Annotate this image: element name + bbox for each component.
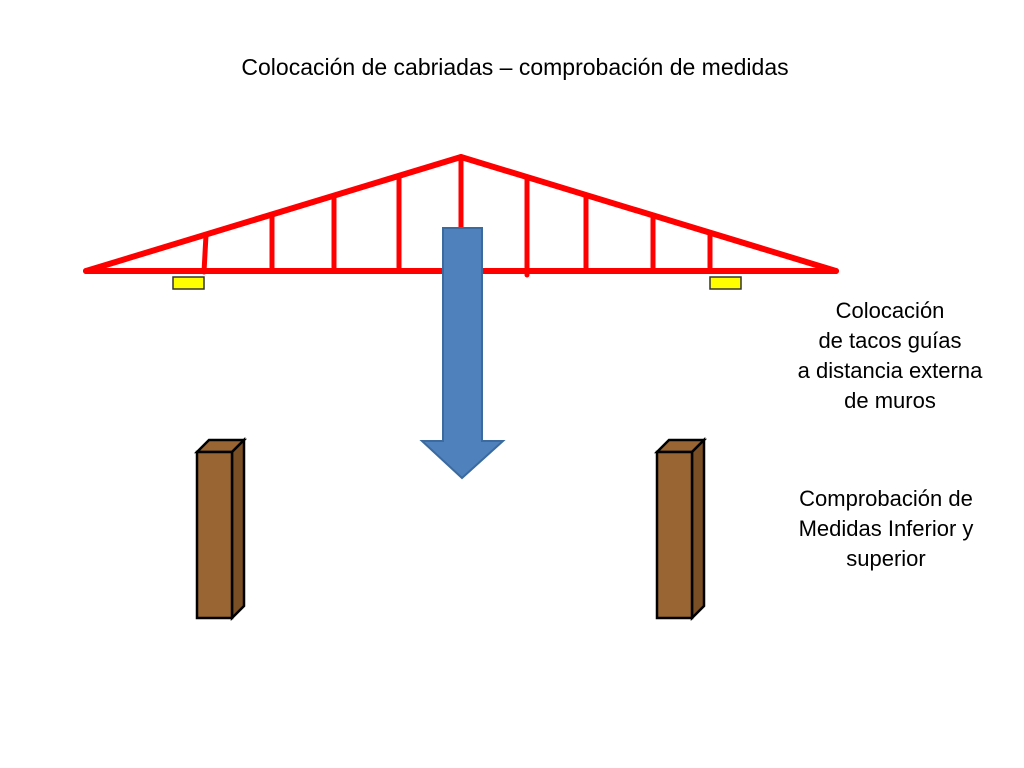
wall-right-front — [655, 450, 694, 620]
note-measurement-check-line: superior — [846, 546, 926, 571]
note-measurement-check: Comprobación de Medidas Inferior y super… — [768, 484, 1004, 574]
truss-post — [201, 232, 209, 275]
note-guide-blocks-line: Colocación — [835, 298, 945, 323]
note-measurement-check-line: Comprobación de — [799, 486, 973, 511]
wall-right — [653, 436, 708, 622]
wall-right-side — [690, 436, 706, 622]
wall-left-side — [230, 436, 246, 622]
truss — [83, 154, 839, 278]
note-guide-blocks-line: a distancia externa — [797, 358, 983, 383]
wall-left — [193, 436, 248, 622]
slide-title: Colocación de cabriadas – comprobación d… — [241, 54, 789, 80]
note-guide-blocks-line: de muros — [844, 388, 936, 413]
guide-block-right — [709, 276, 742, 290]
note-guide-blocks: Colocación de tacos guías a distancia ex… — [770, 296, 1010, 416]
down-arrow-icon — [419, 227, 506, 480]
note-guide-blocks-line: de tacos guías — [818, 328, 962, 353]
wall-left-front — [195, 450, 234, 620]
truss-right-rafter — [458, 154, 839, 274]
guide-block-left — [172, 276, 205, 290]
note-measurement-check-line: Medidas Inferior y — [798, 516, 974, 541]
